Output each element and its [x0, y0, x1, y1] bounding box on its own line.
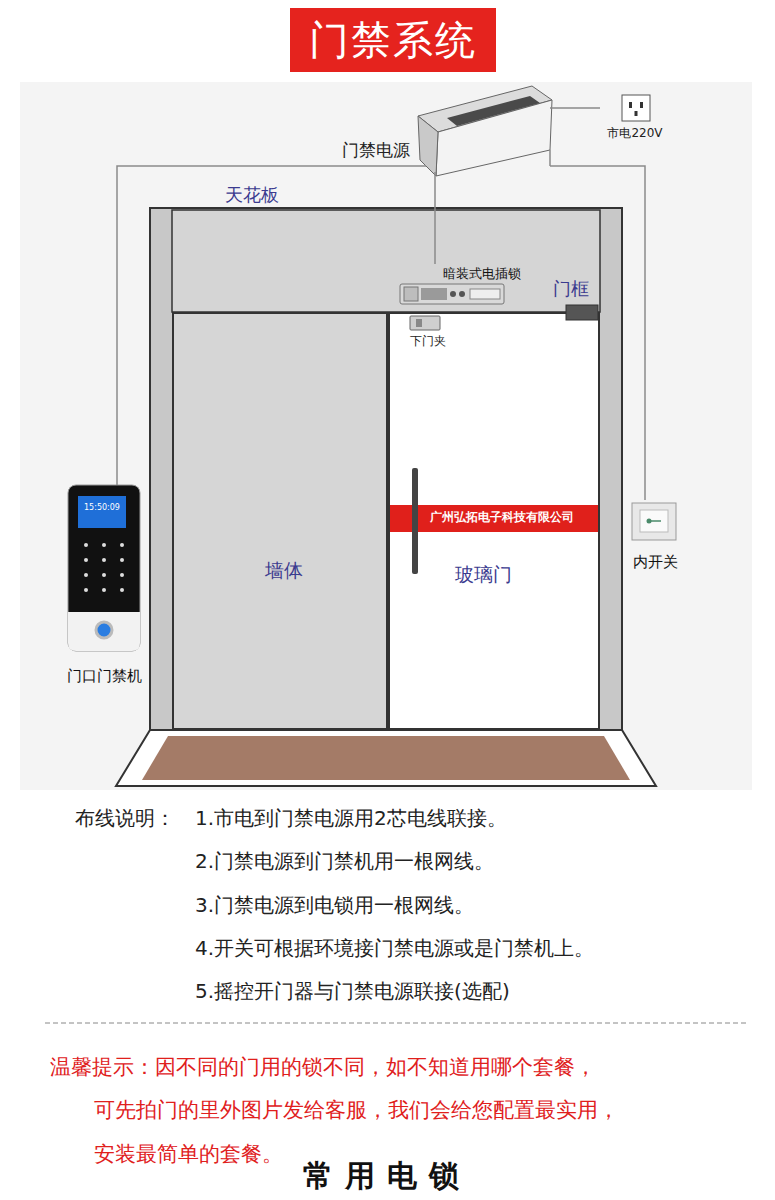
- access-keypad: [68, 485, 140, 651]
- dashed-divider: [45, 1023, 748, 1024]
- keypad-key: [120, 558, 124, 562]
- door-frame-label: 门框: [553, 278, 589, 300]
- wire-stub: [549, 150, 551, 166]
- socket-hole: [629, 102, 632, 108]
- diagram-panel: [20, 82, 752, 790]
- floor-mat: [142, 736, 630, 780]
- wiring-note: 3.门禁电源到电锁用一根网线。: [195, 893, 474, 917]
- glass-door: 玻璃门 广州弘拓电子科技有限公司: [388, 312, 600, 730]
- electric-lock: 暗装式电插锁: [398, 264, 530, 308]
- wiring-heading: 布线说明：: [75, 806, 175, 830]
- door-keypad: 门口门禁机: [56, 485, 152, 687]
- power-supply: 门禁电源: [340, 86, 550, 172]
- node-text: 墙体: [265, 559, 303, 582]
- keypad-key: [102, 543, 106, 547]
- node-text: 市电220V: [607, 126, 662, 140]
- keypad-key: [84, 588, 88, 592]
- node-text: 门口门禁机: [67, 667, 142, 685]
- ceiling-label: 天花板: [225, 184, 279, 206]
- lock-screw: [459, 291, 465, 297]
- wire-connector: [550, 107, 600, 109]
- node-text: 玻璃门: [455, 563, 512, 586]
- keypad-body: [68, 485, 140, 651]
- wiring-note: 1.市电到门禁电源用2芯电线联接。: [195, 806, 507, 830]
- tip-text: 温馨提示：因不同的门用的锁不同，如不知道用哪个套餐，: [50, 1055, 596, 1080]
- section-heading: 常用电锁: [303, 1158, 471, 1194]
- lower-clamp-label: 下门夹: [410, 334, 446, 348]
- lock-body: [400, 284, 504, 304]
- wire-connector: [434, 172, 436, 264]
- exit-key: [640, 510, 668, 532]
- keypad-key: [102, 588, 106, 592]
- keypad-key: [102, 558, 106, 562]
- company-band: 广州弘拓电子科技有限公司: [390, 505, 598, 532]
- box-strip: [447, 96, 540, 126]
- title-banner: 门禁系统: [290, 8, 496, 72]
- tip-text: 可先拍门的里外图片发给客服，我们会给您配置最实用，: [94, 1098, 619, 1123]
- node-text: 内开关: [633, 553, 678, 571]
- wall-panel: 墙体: [172, 312, 388, 730]
- wiring-note: 2.门禁电源到门禁机用一根网线。: [195, 849, 494, 873]
- door-frame: [150, 208, 622, 730]
- tip-text: 安装最简单的套餐。: [94, 1142, 283, 1167]
- wiring-note: 5.摇控开门器与门禁电源联接(选配): [195, 979, 510, 1003]
- ceiling-band: [172, 210, 600, 312]
- keypad-key: [120, 543, 124, 547]
- mains-socket: 市电220V: [600, 92, 670, 142]
- lock-bolt: [404, 287, 418, 301]
- lock-coil: [421, 288, 447, 300]
- power-supply-box: [418, 86, 552, 176]
- keypad-clock: 15:50:09: [84, 503, 120, 513]
- exit-icon: [647, 519, 652, 524]
- box-side: [418, 116, 438, 176]
- keypad-key: [120, 588, 124, 592]
- socket-hole: [635, 111, 638, 116]
- node-text: 暗装式电插锁: [443, 266, 521, 282]
- exit-button: 内开关: [626, 500, 684, 574]
- node-text: 广州弘拓电子科技有限公司: [430, 511, 574, 525]
- socket-plate: [622, 95, 650, 121]
- keypad-base: [68, 612, 140, 651]
- fingerprint-reader: [96, 622, 112, 638]
- keypad-key: [120, 573, 124, 577]
- keypad-screen: [78, 496, 126, 528]
- floor-outline: [116, 730, 656, 786]
- keypad-key: [84, 543, 88, 547]
- keypad-key: [84, 573, 88, 577]
- electric-bolt-lock: [400, 284, 504, 304]
- wire-stub: [340, 165, 426, 167]
- exit-button-symbol: [632, 503, 676, 540]
- socket-hole: [640, 102, 643, 108]
- exit-icon: [651, 520, 661, 522]
- lock-plate: [470, 289, 500, 299]
- exit-plate: [632, 503, 676, 540]
- lock-screw: [450, 291, 456, 297]
- keypad-key: [84, 558, 88, 562]
- keypad-key: [102, 573, 106, 577]
- wiring-note: 4.开关可根据环境接门禁电源或是门禁机上。: [195, 936, 594, 960]
- mains-socket-symbol: [622, 95, 650, 121]
- node-text: 门禁电源: [342, 140, 410, 160]
